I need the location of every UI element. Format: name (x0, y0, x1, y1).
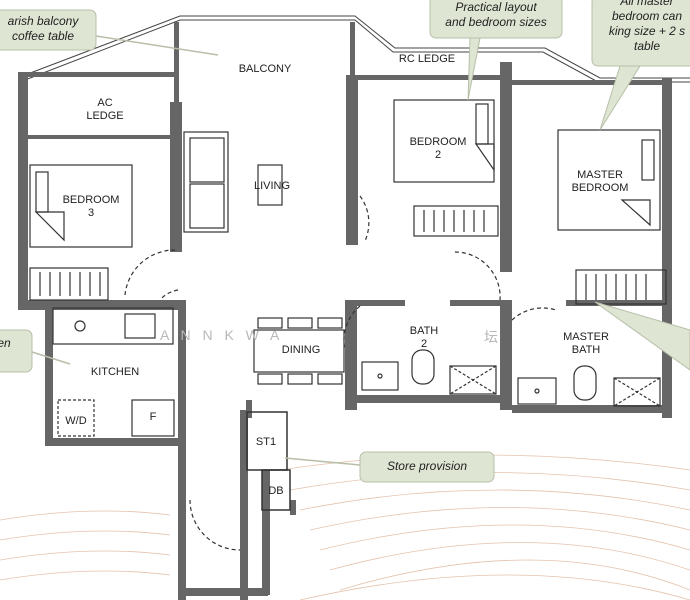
ac-ledge-label: AC LEDGE (86, 97, 124, 122)
callout-practical (429, 0, 563, 101)
watermark-text: A N N K W A (160, 327, 284, 343)
callout-practical-text: Practical layout and bedroom sizes (445, 0, 547, 29)
master-bedroom-label: MASTER BEDROOM (571, 169, 629, 194)
callout-kitchen (0, 329, 71, 373)
db-label: DB (268, 485, 284, 497)
callout-master-text: All master bedroom can king size + 2 s t… (608, 0, 686, 53)
washer-dryer-label: W/D (65, 415, 87, 427)
store-label: ST1 (255, 436, 277, 448)
dining-label: DINING (281, 344, 321, 356)
rc-ledge-label: RC LEDGE (398, 53, 456, 65)
decorative-lines (0, 454, 690, 600)
fridge-label: F (149, 411, 157, 423)
watermark-cjk: 坛 (484, 329, 502, 345)
furniture (29, 99, 667, 551)
bedroom-2-label: BEDROOM 2 (409, 136, 467, 161)
callout-master-bath (594, 301, 690, 371)
callout-store-text: Store provision (386, 459, 468, 473)
balcony-label: BALCONY (238, 63, 292, 75)
callout-master (591, 0, 690, 131)
master-bath-label: MASTER BATH (563, 331, 609, 356)
callout-balcony-table-text: arish balcony coffee table (7, 14, 79, 43)
callout-store (284, 451, 495, 483)
callout-balcony-table (0, 9, 219, 56)
walls (18, 22, 672, 600)
kitchen-label: KITCHEN (90, 366, 140, 378)
living-label: LIVING (253, 180, 291, 192)
bedroom-3-label: BEDROOM 3 (62, 194, 120, 219)
callout-kitchen-text: en (0, 336, 11, 350)
bath-2-label: BATH 2 (409, 325, 439, 350)
